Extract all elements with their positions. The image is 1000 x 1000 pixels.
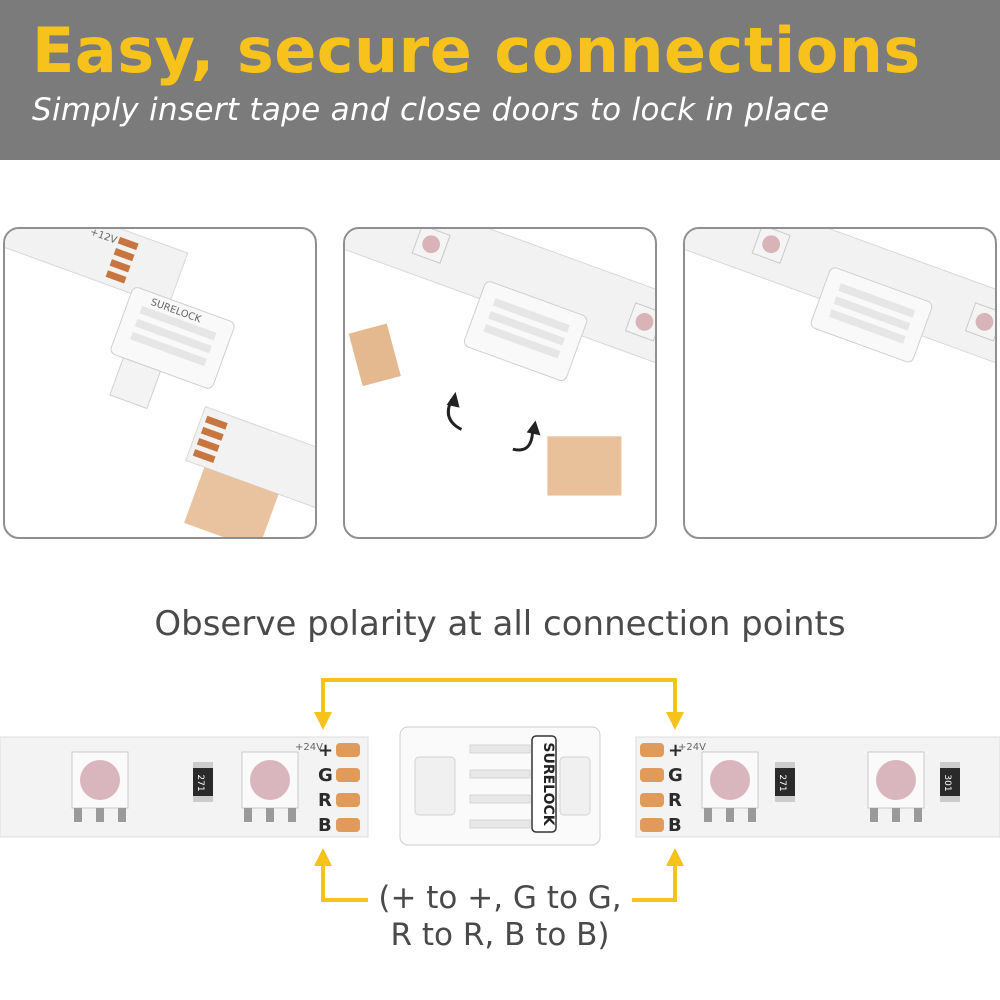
step-illustration-2 <box>345 229 655 496</box>
voltage-label-left: +24V <box>295 742 323 753</box>
resistor-code: 301 <box>942 774 952 791</box>
led-chip <box>241 751 299 822</box>
pin-label-right-b: B <box>668 815 682 836</box>
led-chip <box>701 751 759 822</box>
polarity-diagram: 271 +24V + G R B SURELOCK + G R B +24V <box>0 678 1000 902</box>
arrow-down-icon <box>666 712 684 730</box>
resistor: 271 <box>775 762 795 802</box>
surelock-connector: SURELOCK <box>399 726 601 846</box>
pin-label-left-r: R <box>318 790 332 811</box>
page-title: Easy, secure connections <box>32 14 921 87</box>
step-illustration-3 <box>685 229 995 391</box>
step-illustration-1: +12V SURELOCK <box>5 229 315 537</box>
step-panel-close-doors <box>343 227 657 539</box>
header-banner: Easy, secure connections Simply insert t… <box>0 0 1000 160</box>
left-led-strip <box>0 736 369 838</box>
resistor: 301 <box>940 762 960 802</box>
resistor-code: 271 <box>777 774 787 791</box>
step-panel-insert: +12V SURELOCK <box>3 227 317 539</box>
pin-label-right-plus: + <box>668 740 683 761</box>
resistor-code: 271 <box>195 774 205 791</box>
pin-label-right-g: G <box>668 765 683 786</box>
polarity-note-line-2: R to R, B to B) <box>390 917 610 953</box>
arrow-down-icon <box>314 712 332 730</box>
step-panel-locked <box>683 227 997 539</box>
page-subtitle: Simply insert tape and close doors to lo… <box>32 92 830 128</box>
voltage-label-right: +24V <box>678 742 706 753</box>
connector-brand-label: SURELOCK <box>540 742 556 826</box>
polarity-note: (+ to +, G to G, R to R, B to B) <box>365 880 635 954</box>
arrow-up-icon <box>314 848 332 866</box>
pin-label-right-r: R <box>668 790 682 811</box>
pin-label-left-g: G <box>318 765 333 786</box>
pin-label-left-plus: + <box>318 740 333 761</box>
polarity-arrows <box>321 678 677 902</box>
polarity-note-line-1: (+ to +, G to G, <box>378 880 622 916</box>
right-led-strip <box>635 736 1000 838</box>
pin-label-left-b: B <box>318 815 332 836</box>
arrow-up-icon <box>666 848 684 866</box>
led-chip <box>71 751 129 822</box>
resistor: 271 <box>193 762 213 802</box>
polarity-heading: Observe polarity at all connection point… <box>154 604 846 644</box>
led-chip <box>867 751 925 822</box>
